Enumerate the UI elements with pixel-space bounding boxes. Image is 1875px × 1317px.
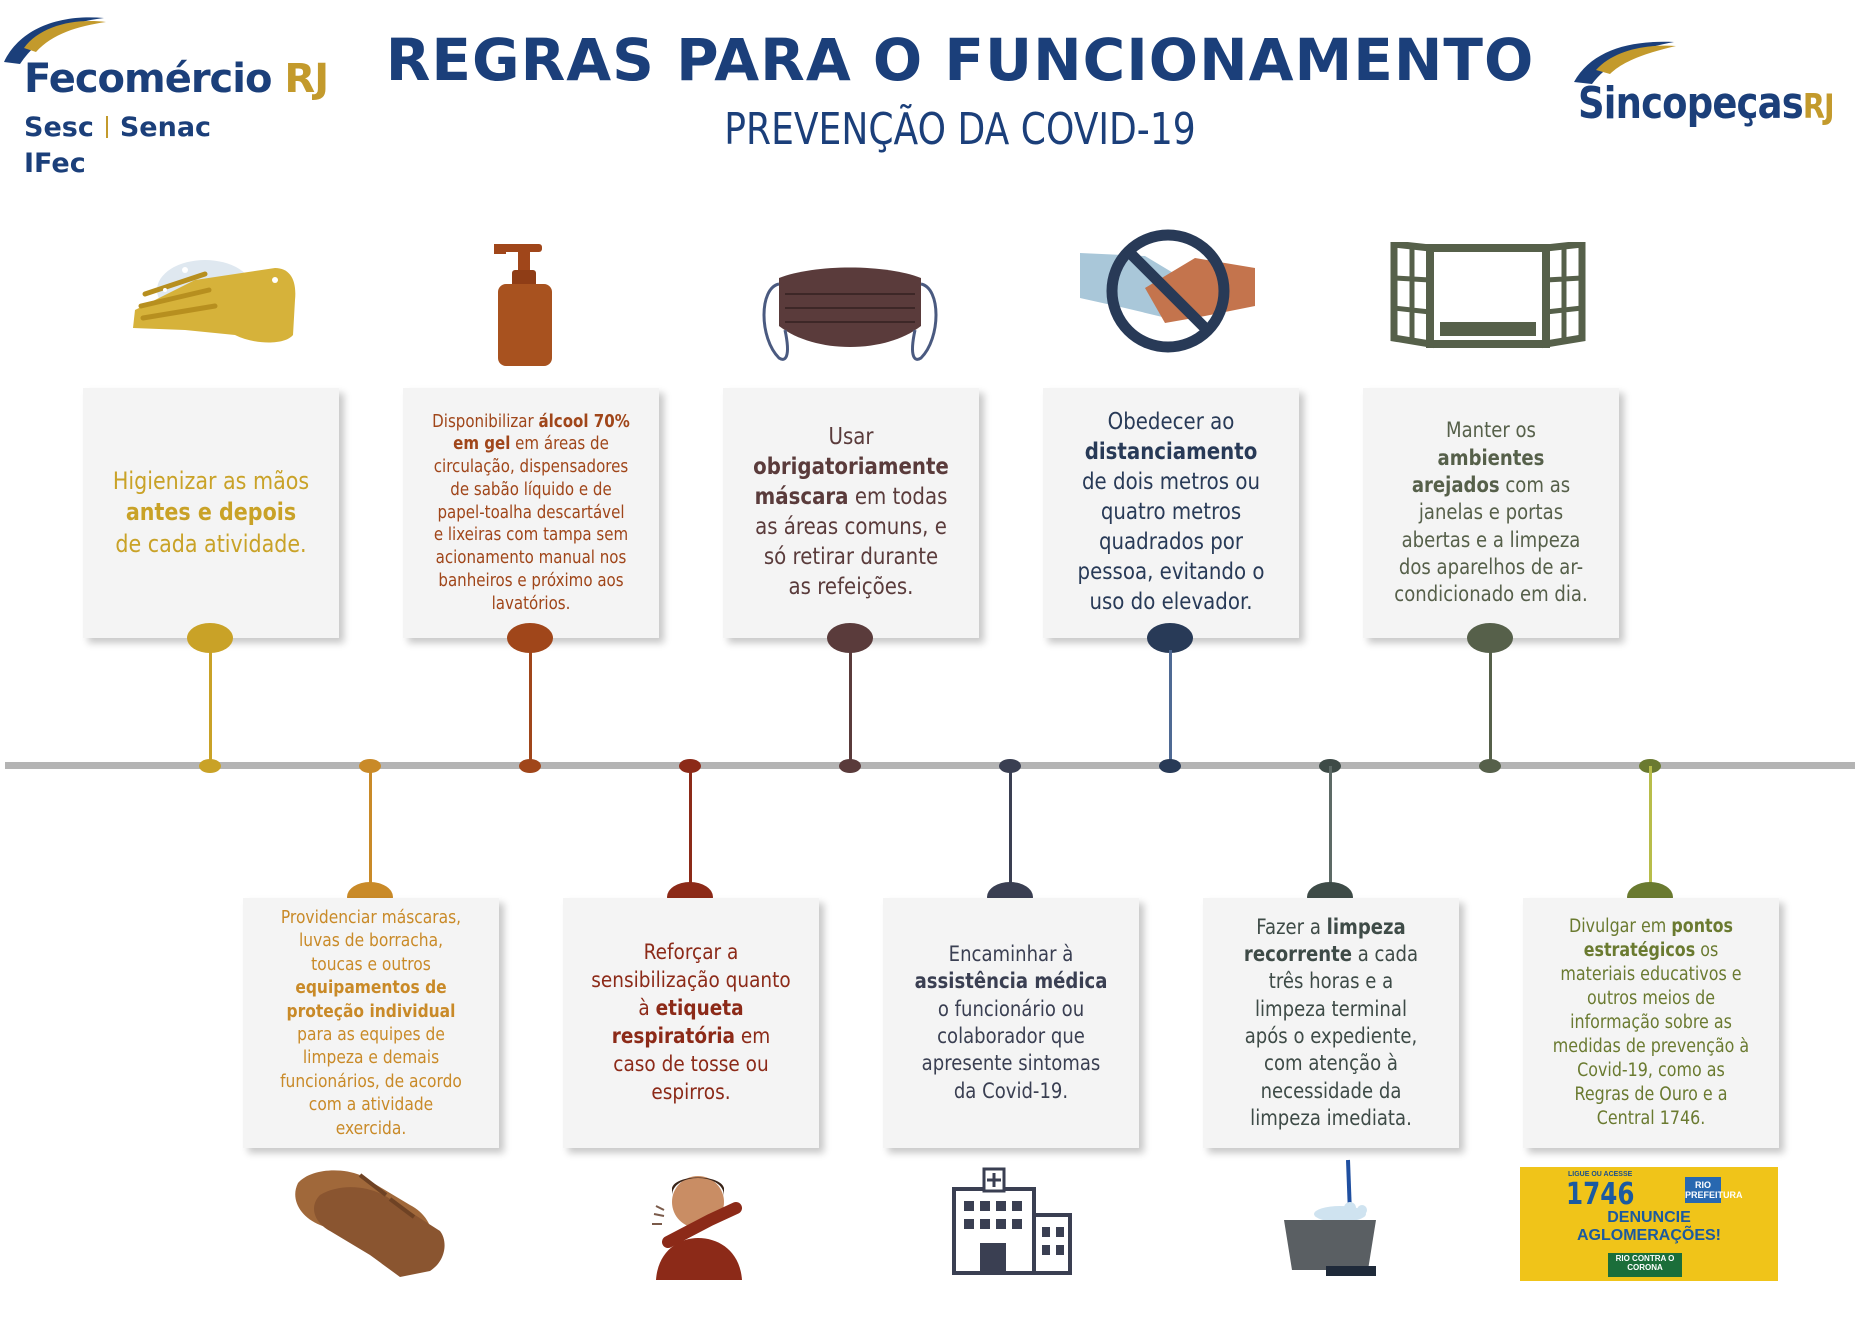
card-cleaning: Fazer a limpeza recorrente a cada três h… bbox=[1203, 898, 1459, 1148]
card-alcohol-gel-text: Disponibilizar álcool 70% em gel em área… bbox=[432, 411, 630, 614]
timeline-dot-hand-hygiene bbox=[199, 759, 221, 773]
rubber-gloves-icon bbox=[290, 1165, 450, 1280]
face-mask-icon bbox=[755, 258, 945, 368]
card-ventilation-text: Manter os ambientes arejados com as jane… bbox=[1394, 418, 1588, 607]
card-respiratory-text: Reforçar a sensibilização quanto à etiqu… bbox=[591, 940, 791, 1105]
card-info: Divulgar em pontos estratégicos os mater… bbox=[1523, 898, 1779, 1148]
alcohol-gel-bottle-icon bbox=[488, 240, 568, 370]
open-window-icon bbox=[1388, 240, 1588, 352]
poster-number: 1746 bbox=[1566, 1177, 1635, 1212]
person-coughing-icon bbox=[650, 1162, 745, 1280]
fecomercio-swoosh-icon bbox=[4, 17, 106, 64]
timeline-stem-respiratory bbox=[689, 766, 692, 888]
no-handshake-icon bbox=[1075, 228, 1260, 358]
fecomercio-name: Fecomércio RJ bbox=[24, 56, 329, 102]
card-respiratory: Reforçar a sensibilização quanto à etiqu… bbox=[563, 898, 819, 1148]
card-distancing-text: Obedecer ao distanciamento de dois metro… bbox=[1077, 409, 1265, 615]
poster-line1: DENUNCIE bbox=[1607, 1209, 1691, 1226]
timeline-stem-alcohol-gel bbox=[529, 650, 532, 765]
poster-footer: RIO CONTRA O CORONA bbox=[1608, 1253, 1682, 1277]
timeline-node-ventilation bbox=[1467, 623, 1513, 653]
page-title: REGRAS PARA O FUNCIONAMENTO bbox=[385, 26, 1535, 94]
timeline-stem-mask bbox=[849, 650, 852, 765]
timeline-bar bbox=[5, 762, 1855, 769]
sincopecas-swoosh-icon bbox=[1574, 41, 1676, 84]
card-ventilation: Manter os ambientes arejados com as jane… bbox=[1363, 388, 1619, 638]
poster-message: DENUNCIE AGLOMERAÇÕES! bbox=[1520, 1209, 1778, 1246]
sincopecas-logo: SincopeçasRJ bbox=[1560, 30, 1875, 140]
poster-badge: RIO PREFEITURA bbox=[1685, 1177, 1743, 1203]
card-distancing: Obedecer ao distanciamento de dois metro… bbox=[1043, 388, 1299, 638]
timeline-stem-ventilation bbox=[1489, 650, 1492, 765]
card-ppe-text: Providenciar máscaras, luvas de borracha… bbox=[280, 907, 462, 1139]
poster-line2: AGLOMERAÇÕES! bbox=[1577, 1227, 1721, 1245]
card-cleaning-text: Fazer a limpeza recorrente a cada três h… bbox=[1243, 914, 1419, 1130]
card-hand-hygiene: Higienizar as mãos antes e depois de cad… bbox=[83, 388, 339, 638]
timeline-stem-info bbox=[1649, 766, 1652, 888]
mop-bucket-icon bbox=[1280, 1158, 1400, 1280]
timeline-stem-cleaning bbox=[1329, 766, 1332, 888]
card-mask: Usar obrigatoriamente máscara em todas a… bbox=[723, 388, 979, 638]
card-hand-hygiene-text: Higienizar as mãos antes e depois de cad… bbox=[112, 467, 310, 558]
card-medical: Encaminhar à assistência médica o funcio… bbox=[883, 898, 1139, 1148]
timeline-stem-ppe bbox=[369, 766, 372, 888]
hospital-building-icon bbox=[950, 1165, 1075, 1275]
timeline-dot-alcohol-gel bbox=[519, 759, 541, 773]
card-alcohol-gel: Disponibilizar álcool 70% em gel em área… bbox=[403, 388, 659, 638]
timeline-dot-distancing bbox=[1159, 759, 1181, 773]
hand-washing-icon bbox=[125, 240, 305, 360]
timeline-stem-medical bbox=[1009, 766, 1012, 888]
card-info-text: Divulgar em pontos estratégicos os mater… bbox=[1552, 915, 1750, 1130]
info-poster-icon: LIGUE OU ACESSE 1746 RIO PREFEITURA DENU… bbox=[1520, 1167, 1778, 1281]
timeline-stem-distancing bbox=[1169, 650, 1172, 765]
timeline-node-distancing bbox=[1147, 623, 1193, 653]
timeline-node-hand-hygiene bbox=[187, 623, 233, 653]
timeline-dot-ventilation bbox=[1479, 759, 1501, 773]
timeline-stem-hand-hygiene bbox=[209, 650, 212, 765]
sincopecas-name: SincopeçasRJ bbox=[1578, 78, 1835, 129]
timeline-node-mask bbox=[827, 623, 873, 653]
timeline-dot-mask bbox=[839, 759, 861, 773]
card-medical-text: Encaminhar à assistência médica o funcio… bbox=[914, 942, 1108, 1103]
timeline-node-alcohol-gel bbox=[507, 623, 553, 653]
poster-top-line: LIGUE OU ACESSE bbox=[1568, 1171, 1633, 1178]
ifec-line: IFec bbox=[24, 148, 86, 179]
card-mask-text: Usar obrigatoriamente máscara em todas a… bbox=[753, 424, 949, 600]
page-subtitle: PREVENÇÃO DA COVID-19 bbox=[724, 104, 1196, 155]
card-ppe: Providenciar máscaras, luvas de borracha… bbox=[243, 898, 499, 1148]
